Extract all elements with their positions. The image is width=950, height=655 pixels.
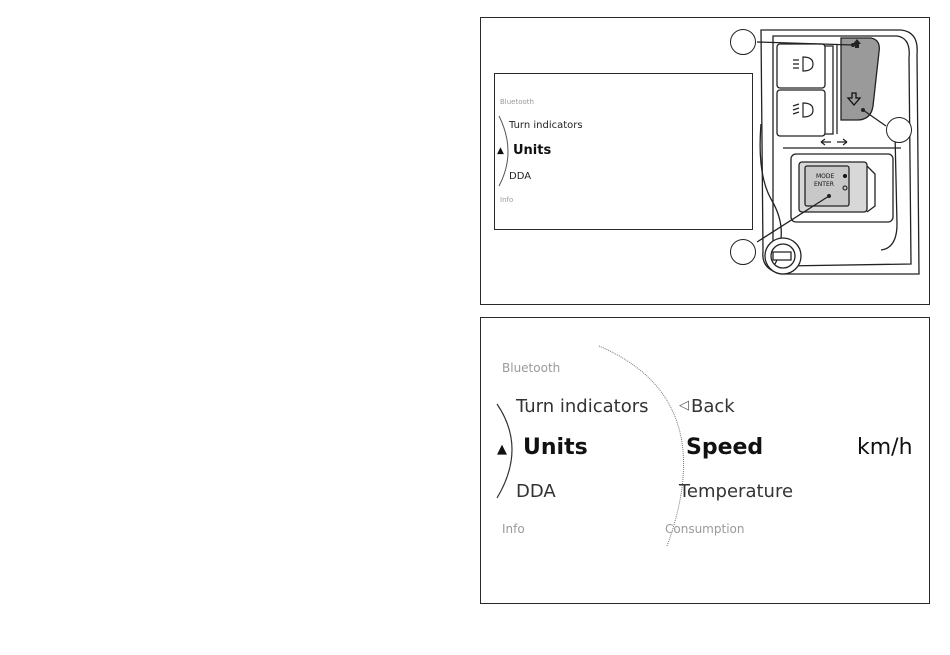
- submenu-item-below: Consumption: [665, 522, 744, 536]
- dashboard-units-menu-figure: Bluetooth Turn indicators ▲ Units DDA In…: [480, 317, 930, 604]
- callout-circle-2: [886, 117, 912, 143]
- callout-leaders: [481, 18, 931, 306]
- menu-item-dda: DDA: [516, 481, 556, 502]
- menu-item-units-selected: Units: [523, 435, 588, 460]
- callout-circle-1: [730, 29, 756, 55]
- back-arrow-icon: ◁: [679, 398, 689, 413]
- dashboard-controls-figure: Bluetooth Turn indicators ▲ Units DDA In…: [480, 17, 930, 305]
- speed-unit-value: km/h: [857, 435, 913, 460]
- menu-item-below: Info: [502, 522, 525, 536]
- home-icon: ▲: [497, 442, 507, 457]
- callout-circle-3: [730, 239, 756, 265]
- menu-item-turn-indicators: Turn indicators: [516, 396, 649, 417]
- submenu-item-temperature: Temperature: [679, 481, 793, 502]
- submenu-item-speed-selected: Speed: [686, 435, 763, 460]
- submenu-back: Back: [691, 396, 735, 417]
- menu-item-above: Bluetooth: [502, 361, 560, 375]
